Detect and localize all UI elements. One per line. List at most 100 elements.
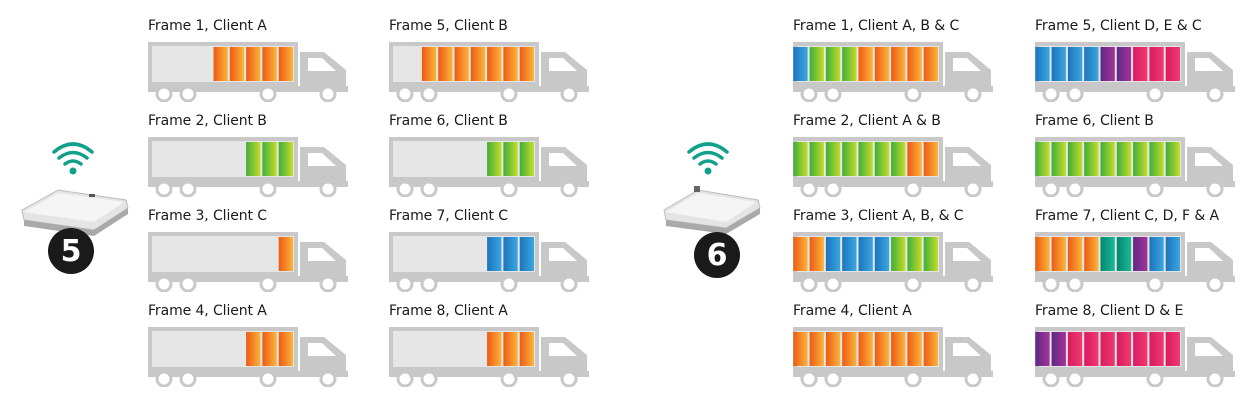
frame-2-4: Frame 4, Client A — [793, 303, 1013, 388]
truck-icon — [1035, 129, 1240, 197]
truck-icon — [148, 34, 353, 102]
cargo-segment-client-e — [1149, 332, 1163, 366]
frame-1-4: Frame 4, Client A — [148, 303, 368, 388]
truck-icon — [148, 319, 353, 387]
cargo-segment-client-e — [1117, 332, 1131, 366]
cargo-segment-client-c — [875, 237, 889, 271]
frame-label: Frame 8, Client D & E — [1035, 303, 1183, 319]
truck-wheel — [1068, 182, 1082, 196]
cargo-segment-client-b — [859, 142, 873, 176]
cargo-segment-client-a — [859, 47, 873, 81]
cargo-segment-client-c — [520, 237, 534, 271]
cargo-segment-client-a — [826, 332, 840, 366]
cargo-segment-client-a — [262, 47, 276, 81]
cargo-segment-client-b — [842, 142, 856, 176]
truck-wheel — [966, 182, 980, 196]
cargo-segment-client-a — [262, 332, 276, 366]
truck-icon — [793, 224, 998, 292]
access-point-badge: 5 — [48, 228, 94, 274]
truck-wheel — [261, 372, 275, 386]
frame-2-1: Frame 1, Client A, B & C — [793, 18, 1013, 103]
cargo-segment-client-a — [1035, 237, 1049, 271]
truck-wheel — [802, 182, 816, 196]
cargo-segment-client-a — [487, 332, 501, 366]
truck-icon — [389, 34, 594, 102]
frame-1-2: Frame 2, Client B — [148, 113, 368, 198]
truck-chassis — [389, 276, 589, 282]
cargo-segment-client-a — [793, 332, 807, 366]
truck-wheel — [802, 372, 816, 386]
cargo-segment-client-a — [487, 47, 501, 81]
cargo-segment-client-a — [810, 332, 824, 366]
frame-1-3: Frame 3, Client C — [148, 208, 368, 293]
truck-wheel — [157, 372, 171, 386]
truck-wheel — [1208, 182, 1222, 196]
cargo-segment-client-c — [487, 237, 501, 271]
cargo-segment-client-d — [1133, 237, 1147, 271]
frame-label: Frame 1, Client A, B & C — [793, 18, 959, 34]
truck-wheel — [826, 372, 840, 386]
frame-2-8: Frame 8, Client D & E — [1035, 303, 1251, 388]
cargo-segment-client-a — [859, 332, 873, 366]
frame-1-1: Frame 1, Client A — [148, 18, 368, 103]
frame-label: Frame 1, Client A — [148, 18, 267, 34]
cargo-segment-client-b — [1068, 142, 1082, 176]
cargo-segment-client-c — [1084, 47, 1098, 81]
cargo-segment-client-a — [520, 47, 534, 81]
cargo-segment-client-b — [907, 237, 921, 271]
cargo-segment-client-c — [1035, 47, 1049, 81]
cargo-segment-client-a — [438, 47, 452, 81]
cargo-segment-client-b — [1101, 142, 1115, 176]
cargo-segment-client-a — [422, 47, 436, 81]
cargo-segment-client-a — [907, 142, 921, 176]
truck-wheel — [562, 87, 576, 101]
truck-wheel — [1068, 277, 1082, 291]
truck-wheel — [321, 182, 335, 196]
cargo-segment-client-a — [875, 47, 889, 81]
cargo-segment-client-a — [875, 332, 889, 366]
frame-1-6: Frame 6, Client B — [389, 113, 609, 198]
frame-label: Frame 7, Client C, D, F & A — [1035, 208, 1219, 224]
truck-icon — [389, 224, 594, 292]
cargo-segment-client-a — [1068, 237, 1082, 271]
cargo-segment-client-b — [520, 142, 534, 176]
truck-wheel — [1068, 87, 1082, 101]
truck-chassis — [1035, 371, 1235, 377]
cargo-segment-client-c — [1068, 47, 1082, 81]
frame-label: Frame 3, Client A, B, & C — [793, 208, 963, 224]
truck-chassis — [793, 86, 993, 92]
cargo-segment-client-a — [503, 332, 517, 366]
cargo-segment-client-b — [1052, 142, 1066, 176]
cargo-segment-client-b — [810, 47, 824, 81]
cargo-segment-client-d — [1117, 47, 1131, 81]
frame-label: Frame 3, Client C — [148, 208, 267, 224]
truck-chassis — [793, 181, 993, 187]
frame-label: Frame 7, Client C — [389, 208, 508, 224]
truck-wheel — [966, 372, 980, 386]
truck-wheel — [398, 277, 412, 291]
cargo-segment-client-e — [1149, 47, 1163, 81]
truck-wheel — [906, 277, 920, 291]
cargo-segment-client-e — [1166, 47, 1180, 81]
cargo-segment-client-a — [214, 47, 228, 81]
cargo-segment-client-e — [1133, 47, 1147, 81]
cargo-segment-client-b — [810, 142, 824, 176]
truck-icon — [389, 319, 594, 387]
cargo-segment-client-d — [1101, 47, 1115, 81]
truck-icon — [1035, 34, 1240, 102]
truck-wheel — [261, 87, 275, 101]
frame-label: Frame 5, Client B — [389, 18, 508, 34]
cargo-segment-client-c — [826, 237, 840, 271]
cargo-segment-client-b — [891, 142, 905, 176]
truck-wheel — [157, 277, 171, 291]
access-point-6: 6 — [660, 140, 780, 280]
cargo-segment-client-a — [471, 47, 485, 81]
truck-wheel — [906, 87, 920, 101]
truck-wheel — [562, 277, 576, 291]
frame-2-3: Frame 3, Client A, B, & C — [793, 208, 1013, 293]
frame-label: Frame 8, Client A — [389, 303, 508, 319]
truck-wheel — [966, 87, 980, 101]
cargo-segment-client-a — [246, 47, 260, 81]
truck-container — [150, 234, 296, 274]
